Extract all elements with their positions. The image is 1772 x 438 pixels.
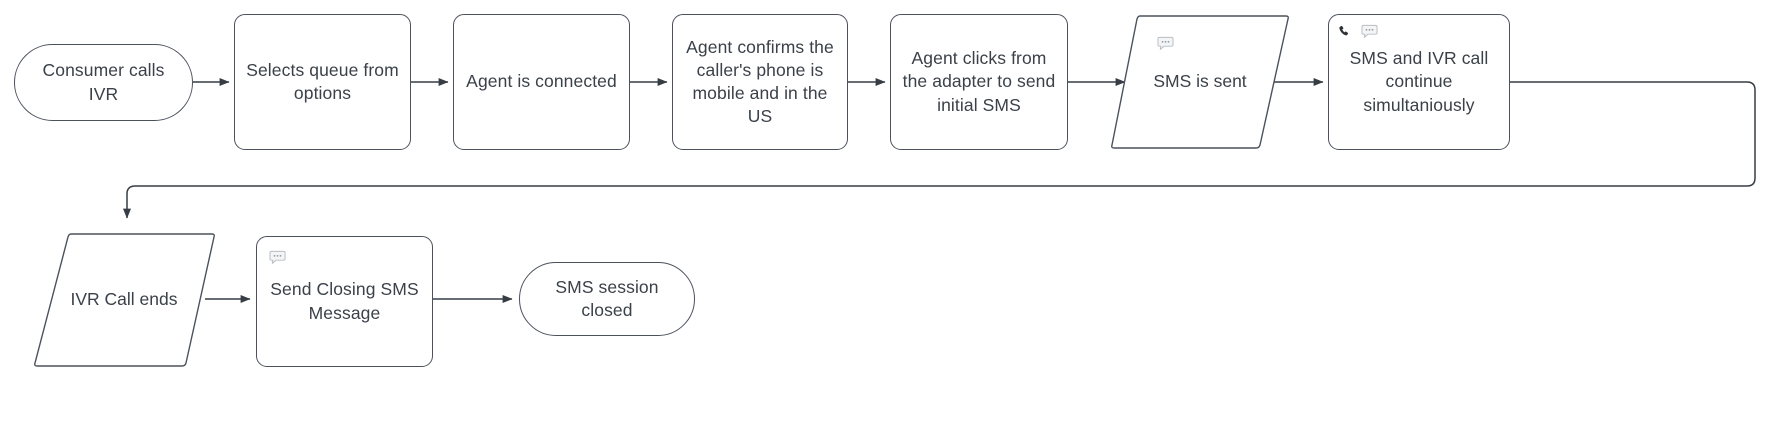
node-agent-connected[interactable]: Agent is connected: [453, 14, 630, 150]
node-consumer-calls-ivr[interactable]: Consumer calls IVR: [14, 44, 193, 121]
node-label: Consumer calls IVR: [42, 60, 165, 104]
node-sms-session-closed[interactable]: SMS session closed: [519, 262, 695, 336]
node-label: Agent confirms the caller's phone is mob…: [686, 36, 834, 127]
parallelogram-shape: [32, 232, 216, 368]
node-label: Selects queue from options: [246, 59, 399, 103]
parallelogram-shape: [1110, 14, 1290, 150]
node-label: Agent clicks from the adapter to send in…: [902, 48, 1056, 115]
node-label: SMS and IVR call continue simultaniously: [1349, 48, 1489, 115]
node-label: Send Closing SMS Message: [270, 279, 419, 323]
node-agent-confirms-phone[interactable]: Agent confirms the caller's phone is mob…: [672, 14, 848, 150]
node-label: IVR Call ends: [70, 289, 178, 310]
node-label: SMS is sent: [1153, 71, 1247, 92]
node-ivr-call-ends[interactable]: IVR Call ends: [32, 232, 216, 368]
node-selects-queue[interactable]: Selects queue from options: [234, 14, 411, 150]
node-label: Agent is connected: [466, 71, 617, 92]
node-agent-clicks-adapter[interactable]: Agent clicks from the adapter to send in…: [890, 14, 1068, 150]
node-sms-and-ivr-continue[interactable]: SMS and IVR call continue simultaniously: [1328, 14, 1510, 150]
node-sms-is-sent[interactable]: SMS is sent: [1110, 14, 1290, 150]
node-label: SMS session closed: [555, 276, 659, 320]
node-send-closing-sms[interactable]: Send Closing SMS Message: [256, 236, 433, 367]
